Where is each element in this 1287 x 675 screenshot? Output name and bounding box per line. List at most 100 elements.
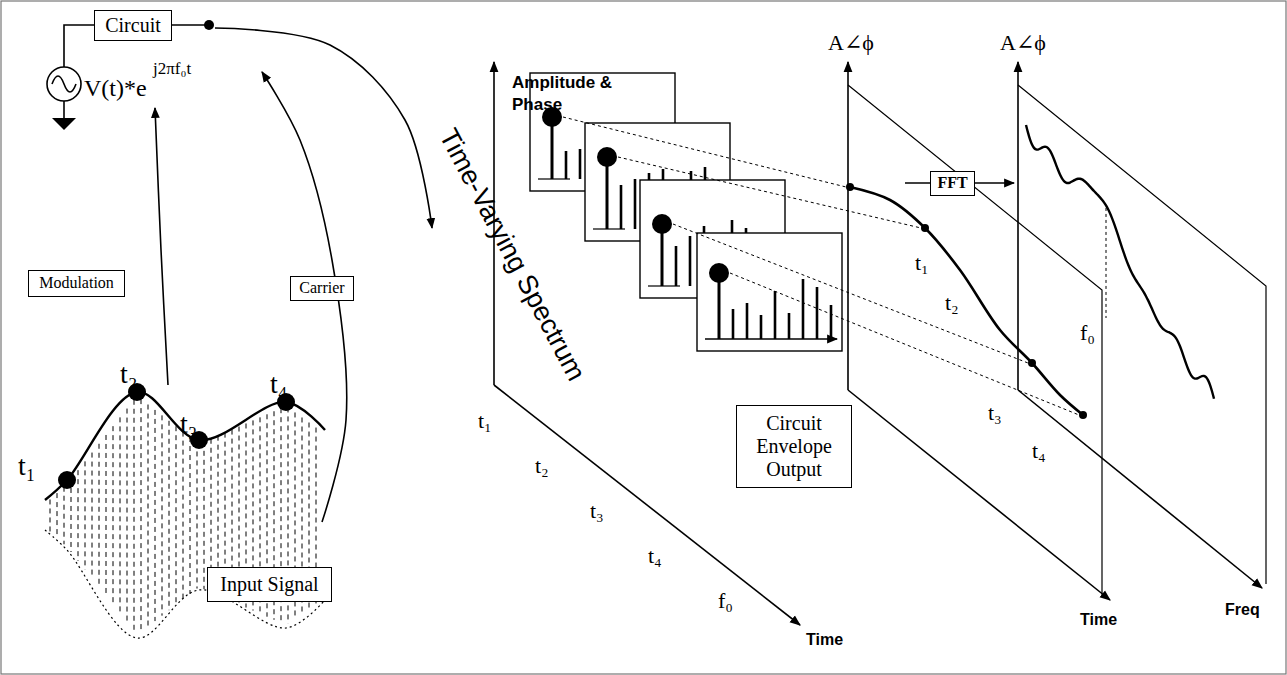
f0-marker bbox=[1106, 208, 1107, 318]
spectral-line bbox=[634, 179, 637, 229]
time-point: t₂ bbox=[120, 360, 138, 388]
carrier-dot bbox=[597, 147, 617, 167]
formula: V(t)*e bbox=[84, 76, 147, 100]
carrier-stroke bbox=[197, 442, 198, 588]
carrier-stroke bbox=[204, 442, 205, 589]
spectrum-curve bbox=[1026, 125, 1214, 399]
label-box: Input Signal bbox=[207, 567, 332, 602]
carrier-stroke bbox=[120, 417, 121, 613]
carrier-stroke bbox=[148, 405, 149, 627]
axis-title: Time-Varying Spectrum bbox=[434, 125, 590, 385]
time-point: t₁ bbox=[18, 452, 36, 480]
frequency-axis bbox=[1018, 390, 1262, 588]
spectral-line bbox=[675, 246, 678, 286]
axis-title: A∠ϕ bbox=[1000, 32, 1046, 54]
wire bbox=[63, 101, 65, 118]
time-tick: t₄ bbox=[1032, 440, 1046, 462]
modulation-arrow bbox=[155, 108, 168, 385]
box-text: Circuit Envelope Output bbox=[741, 412, 847, 481]
carrier-stroke bbox=[64, 487, 65, 545]
plane-edge bbox=[1018, 85, 1266, 584]
carrier-stroke bbox=[176, 426, 177, 605]
frequency-label: f₀ bbox=[1080, 322, 1095, 344]
carrier-stroke bbox=[113, 426, 114, 605]
carrier-stroke bbox=[183, 432, 184, 600]
sample-dot bbox=[1079, 411, 1087, 419]
sample-dot bbox=[921, 224, 929, 232]
envelope-curve bbox=[850, 187, 1083, 415]
carrier-stroke bbox=[57, 493, 58, 538]
spectral-line bbox=[802, 279, 805, 339]
carrier-dot bbox=[709, 263, 729, 283]
carrier-dot bbox=[652, 214, 672, 234]
axis-label: Time bbox=[806, 632, 843, 648]
time-tick: t₃ bbox=[590, 500, 604, 522]
box-text: Input Signal bbox=[220, 573, 319, 596]
time-axis bbox=[848, 390, 1110, 600]
spectral-line bbox=[816, 287, 819, 339]
carrier-stroke bbox=[162, 415, 163, 615]
spectral-line bbox=[830, 305, 833, 339]
spectral-line bbox=[689, 236, 692, 286]
operation-box: FFT bbox=[930, 171, 975, 196]
time-tick: t₃ bbox=[988, 402, 1002, 424]
upper-envelope bbox=[45, 392, 325, 500]
label-box: Modulation bbox=[28, 270, 125, 297]
label-box: Carrier bbox=[290, 276, 354, 301]
spectral-line bbox=[788, 313, 791, 339]
carrier-stroke bbox=[190, 437, 191, 594]
axis-title: Amplitude & Phase bbox=[512, 72, 622, 116]
carrier-stroke bbox=[92, 453, 93, 579]
sample-dot bbox=[846, 183, 854, 191]
spectral-line bbox=[620, 185, 623, 229]
carrier-stroke bbox=[78, 470, 79, 561]
spectral-line bbox=[760, 315, 763, 339]
label-box: Circuit Envelope Output bbox=[736, 405, 852, 488]
carrier-stroke bbox=[134, 400, 135, 631]
output-terminal bbox=[204, 20, 214, 30]
time-tick: t₁ bbox=[478, 410, 492, 432]
time-tick: t₂ bbox=[535, 455, 549, 477]
time-tick: t₁ bbox=[915, 252, 929, 274]
source-symbol bbox=[47, 67, 81, 101]
carrier-stroke bbox=[169, 421, 170, 610]
time-point: t₄ bbox=[270, 370, 288, 398]
formula-exponent: j2πf₀t bbox=[153, 60, 191, 77]
frequency-label: f₀ bbox=[718, 590, 733, 612]
axis-title: A∠ϕ bbox=[828, 32, 874, 54]
carrier-stroke bbox=[71, 479, 72, 552]
carrier-stroke bbox=[127, 409, 128, 623]
box-text: Carrier bbox=[299, 279, 345, 297]
box-text: Modulation bbox=[39, 274, 114, 292]
spectral-line bbox=[565, 151, 568, 179]
spectral-line bbox=[774, 291, 777, 339]
output-arrow bbox=[215, 28, 432, 228]
time-tick: t₄ bbox=[648, 545, 662, 567]
lower-envelope bbox=[45, 530, 325, 638]
projection-line bbox=[730, 273, 1079, 415]
carrier-stroke bbox=[99, 444, 100, 587]
time-tick: t₂ bbox=[945, 292, 959, 314]
carrier-stroke bbox=[50, 499, 51, 531]
sine-symbol bbox=[52, 76, 76, 92]
time-point: t₃ bbox=[180, 410, 198, 438]
plane-edge bbox=[848, 85, 1102, 596]
projection-line bbox=[563, 117, 846, 187]
amplitude-axis bbox=[1017, 62, 1019, 390]
spectral-line bbox=[746, 303, 749, 339]
spectral-line bbox=[606, 157, 609, 229]
spectral-line bbox=[732, 309, 735, 339]
label-box: Circuit bbox=[94, 10, 172, 41]
spectrum-frame bbox=[697, 233, 842, 351]
carrier-stroke bbox=[141, 399, 142, 632]
axis-label: Time bbox=[1080, 612, 1117, 628]
ground-symbol bbox=[52, 118, 76, 130]
sample-dot bbox=[1028, 359, 1036, 367]
sample-dot bbox=[58, 471, 76, 489]
carrier-stroke bbox=[106, 435, 107, 596]
carrier-stroke bbox=[155, 410, 156, 621]
box-text: Circuit bbox=[105, 14, 161, 37]
